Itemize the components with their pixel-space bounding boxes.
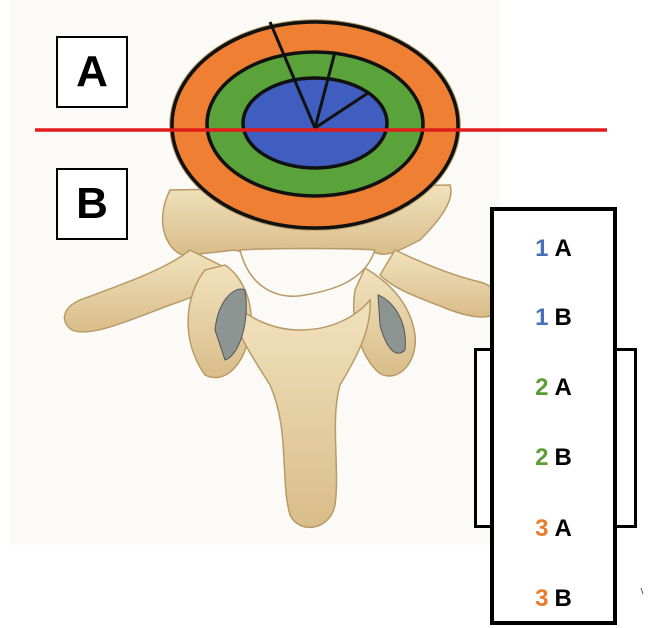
- legend-letter: B: [555, 585, 572, 612]
- legend-letter: A: [555, 515, 572, 542]
- edge-tick: [641, 588, 643, 594]
- legend-number: 1: [535, 235, 548, 262]
- legend-letter: A: [555, 374, 572, 401]
- legend-number: 1: [535, 304, 548, 331]
- region-b-label: B: [56, 168, 128, 240]
- legend-letter: B: [555, 304, 572, 331]
- region-a-label: A: [56, 36, 128, 108]
- legend-number: 3: [535, 585, 548, 612]
- legend-number: 2: [535, 444, 548, 471]
- legend-number: 2: [535, 374, 548, 401]
- legend-letter: B: [555, 444, 572, 471]
- legend-number: 3: [535, 515, 548, 542]
- legend-letter: A: [555, 235, 572, 262]
